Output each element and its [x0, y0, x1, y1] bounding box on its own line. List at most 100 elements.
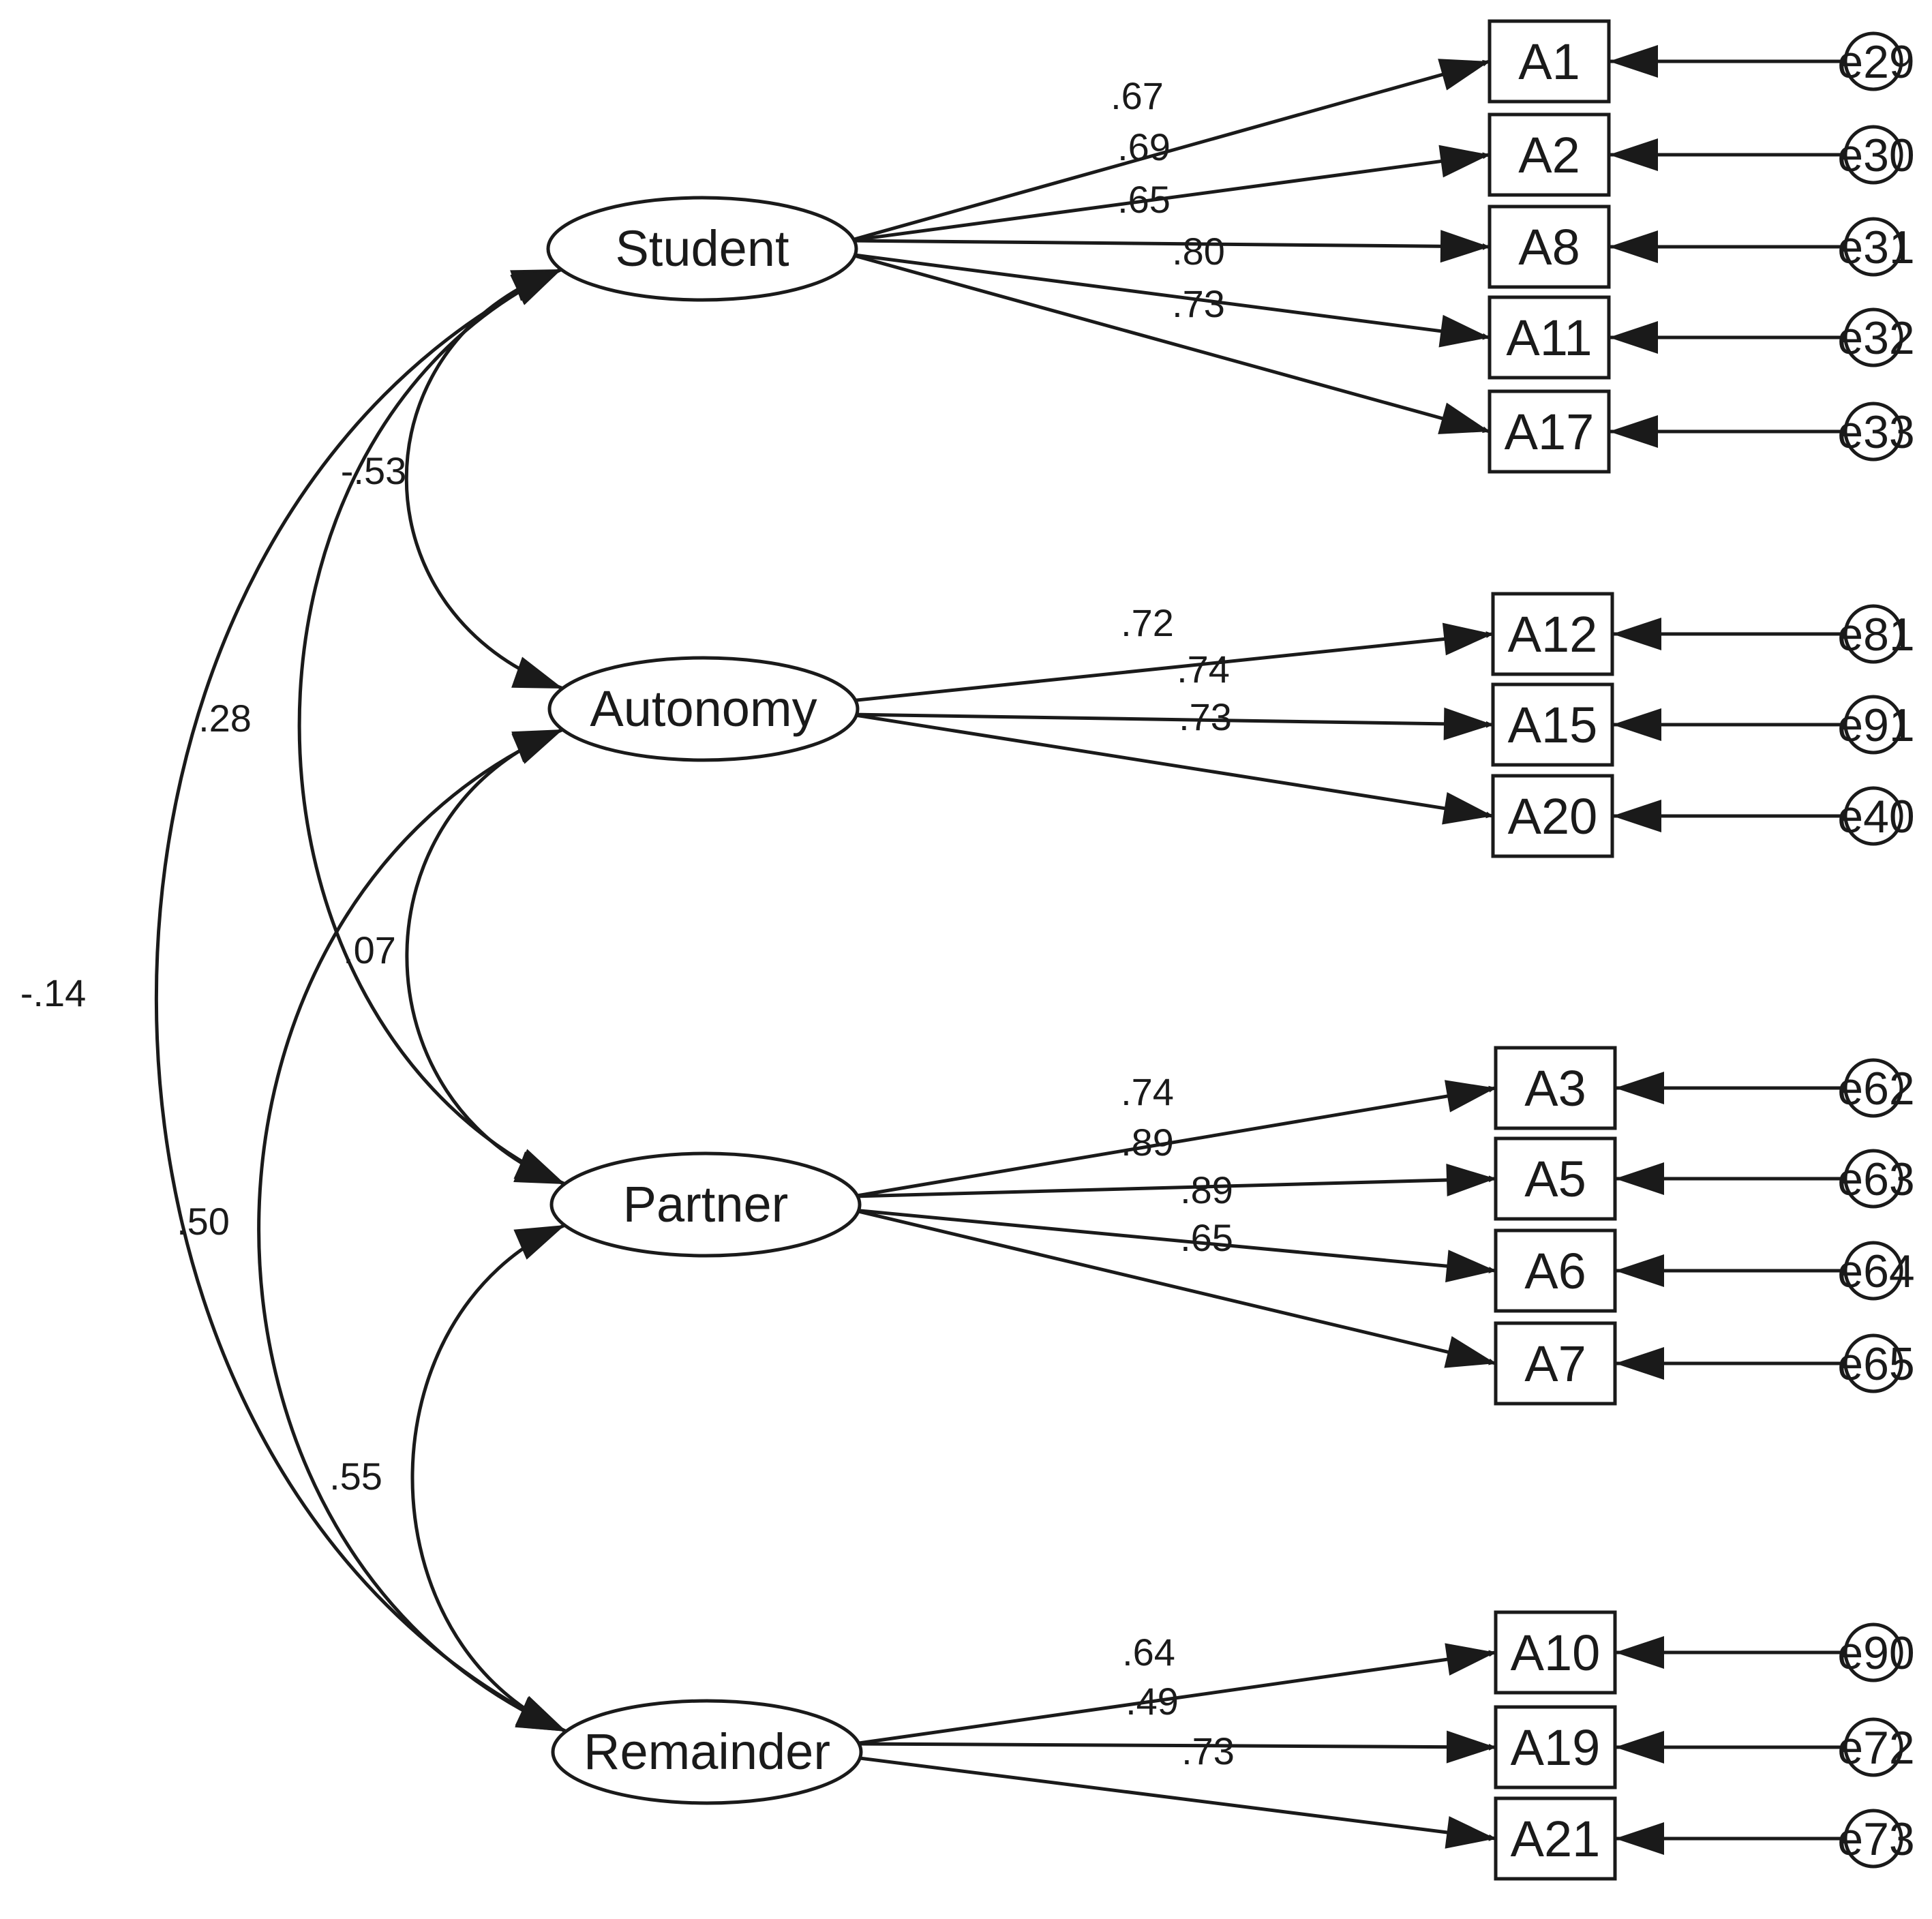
loading-value-a5: .89 — [1121, 1121, 1174, 1164]
arrowhead-a8 — [1440, 230, 1490, 263]
loading-arrow-a3 — [852, 1085, 1496, 1198]
error-label-e62: e62 — [1837, 1063, 1914, 1115]
arrowhead-student-remainder-start — [510, 269, 562, 305]
arrowhead-a1 — [1438, 59, 1490, 91]
error-label-e63: e63 — [1837, 1153, 1914, 1205]
indicator-box-a15 — [1491, 682, 1614, 767]
indicator-label-a6: A6 — [1524, 1243, 1586, 1299]
indicator-box-a12 — [1491, 592, 1614, 676]
latent-ellipse-partner — [549, 1151, 862, 1258]
correlation-curve-partner-remainder — [410, 1223, 567, 1734]
latent-label-autonomy: Autonomy — [590, 680, 817, 737]
indicator-box-a21 — [1494, 1796, 1617, 1881]
indicator-label-a10: A10 — [1511, 1625, 1601, 1681]
loading-arrow-a15 — [850, 712, 1494, 728]
arrowhead-e91 — [1612, 708, 1661, 741]
indicator-label-a17: A17 — [1505, 404, 1595, 460]
arrowhead-e33 — [1609, 415, 1658, 448]
error-circle-e81 — [1843, 604, 1903, 664]
indicator-label-a15: A15 — [1508, 697, 1598, 753]
error-circle-e73 — [1843, 1809, 1903, 1869]
arrowhead-a11 — [1438, 314, 1490, 348]
arrowhead-a19 — [1446, 1730, 1496, 1764]
indicator-label-a2: A2 — [1518, 127, 1580, 183]
latent-ellipse-autonomy — [547, 656, 860, 762]
error-label-e32: e32 — [1837, 312, 1914, 364]
indicator-label-a21: A21 — [1511, 1811, 1601, 1867]
loading-value-a2: .69 — [1117, 125, 1171, 168]
correlation-value-student-remainder: -.14 — [20, 971, 87, 1014]
correlation-value-autonomy-remainder: .50 — [177, 1200, 230, 1243]
arrowhead-e65 — [1615, 1347, 1664, 1380]
error-label-e91: e91 — [1837, 699, 1914, 751]
correlation-value-student-autonomy: -.53 — [341, 449, 407, 492]
arrowhead-partner-remainder-end — [515, 1697, 567, 1732]
loading-arrow-a17 — [849, 252, 1490, 434]
arrowhead-e31 — [1609, 230, 1658, 263]
correlation-curve-autonomy-remainder — [257, 727, 567, 1734]
indicator-label-a8: A8 — [1518, 219, 1580, 275]
loading-arrow-a12 — [850, 631, 1494, 703]
loading-arrow-a6 — [852, 1208, 1496, 1274]
error-circle-e62 — [1843, 1058, 1903, 1118]
arrowhead-e40 — [1612, 800, 1661, 832]
arrowhead-e81 — [1612, 618, 1661, 650]
arrowhead-partner-remainder-start — [513, 1225, 565, 1260]
error-circle-e31 — [1843, 217, 1903, 277]
indicator-label-a19: A19 — [1511, 1719, 1601, 1776]
loading-arrow-a20 — [850, 712, 1494, 819]
error-circle-e90 — [1843, 1622, 1903, 1682]
arrowhead-e29 — [1609, 45, 1658, 78]
indicator-label-a20: A20 — [1508, 788, 1598, 845]
arrowhead-e64 — [1615, 1254, 1664, 1287]
arrowhead-e32 — [1609, 321, 1658, 354]
arrowhead-a12 — [1442, 622, 1493, 656]
error-circle-e29 — [1843, 31, 1903, 91]
indicator-label-a7: A7 — [1524, 1335, 1586, 1392]
arrowhead-a5 — [1446, 1163, 1496, 1196]
loading-arrow-a2 — [849, 152, 1490, 243]
error-label-e64: e64 — [1837, 1245, 1914, 1297]
latent-ellipse-remainder — [551, 1699, 863, 1805]
indicator-label-a3: A3 — [1524, 1060, 1586, 1117]
error-label-e90: e90 — [1837, 1627, 1914, 1679]
loading-value-a10: .64 — [1122, 1631, 1175, 1674]
correlation-layer — [155, 267, 568, 1734]
correlation-curve-student-autonomy — [404, 267, 564, 691]
latent-label-partner: Partner — [623, 1176, 789, 1233]
error-label-e29: e29 — [1837, 36, 1914, 88]
indicator-box-a1 — [1488, 19, 1611, 104]
loading-arrow-a11 — [849, 252, 1490, 340]
latent-ellipse-student — [546, 196, 858, 302]
error-circle-e65 — [1843, 1333, 1903, 1393]
arrowhead-e62 — [1615, 1072, 1664, 1104]
arrowhead-e63 — [1615, 1162, 1664, 1195]
indicator-box-a11 — [1488, 295, 1611, 380]
arrowhead-e90 — [1615, 1636, 1664, 1669]
arrowhead-a10 — [1445, 1643, 1496, 1676]
arrowhead-a6 — [1445, 1250, 1496, 1283]
error-label-e31: e31 — [1837, 222, 1914, 273]
error-circle-e30 — [1843, 125, 1903, 185]
error-circle-e72 — [1843, 1717, 1903, 1777]
arrowhead-student-autonomy-end — [511, 656, 563, 689]
error-circle-e64 — [1843, 1241, 1903, 1301]
correlation-curve-autonomy-partner — [405, 727, 566, 1186]
correlation-value-student-partner: .28 — [198, 697, 252, 740]
loading-arrow-a1 — [849, 59, 1490, 243]
indicator-label-a12: A12 — [1508, 606, 1598, 663]
error-label-e30: e30 — [1837, 130, 1914, 181]
loading-arrow-a10 — [854, 1650, 1496, 1746]
arrowhead-a20 — [1442, 792, 1493, 825]
loading-value-a8: .65 — [1117, 178, 1171, 221]
loading-arrow-a8 — [849, 239, 1490, 250]
correlation-value-partner-remainder: .55 — [329, 1455, 382, 1498]
loading-arrow-a7 — [852, 1208, 1496, 1365]
arrowhead-a3 — [1445, 1080, 1496, 1113]
arrowhead-a15 — [1443, 707, 1493, 740]
correlation-curve-student-remainder — [155, 267, 568, 1734]
correlation-curve-student-partner — [297, 267, 567, 1186]
error-label-e40: e40 — [1837, 791, 1914, 843]
